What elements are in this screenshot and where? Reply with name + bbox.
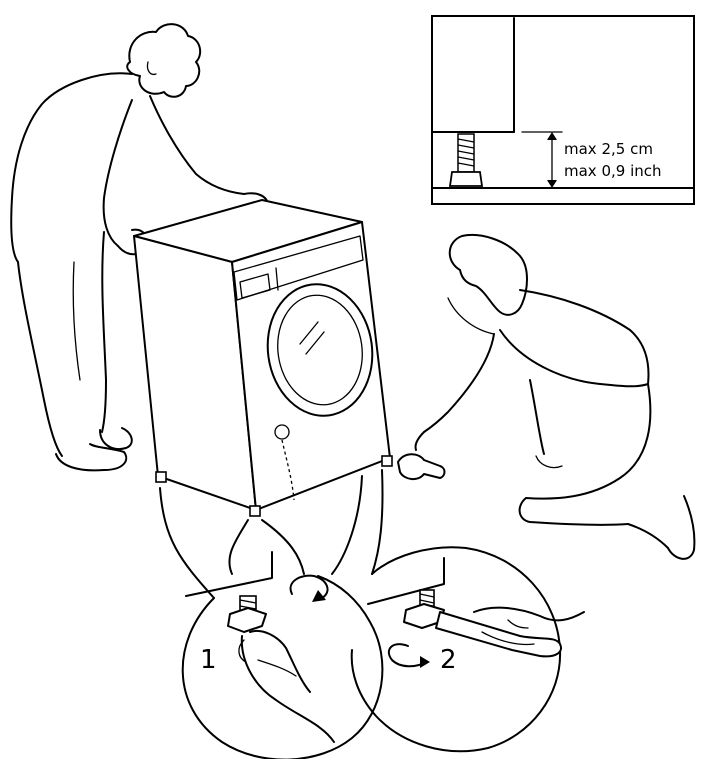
wrench-main (397, 453, 446, 480)
detail-step-1: 1 (181, 551, 384, 761)
detail-circle-1 (181, 575, 384, 761)
man-foot-front (99, 427, 133, 450)
washer-door-glass (277, 294, 363, 406)
man-back (10, 72, 133, 263)
washing-machine (133, 199, 393, 517)
appliance-edge-1 (185, 551, 273, 597)
man-arm-left (102, 99, 133, 247)
rotate-counterclockwise-arrow-icon (387, 643, 427, 668)
glass-reflection (299, 321, 325, 355)
man-arm-right (149, 95, 245, 195)
woman-shin (627, 523, 669, 549)
washer-foot-front-right (381, 455, 393, 467)
detail-step-2: 2 (350, 546, 585, 753)
woman-foot (667, 495, 696, 560)
washer-door-ring (266, 283, 374, 417)
foot-height-inset: max 2,5 cm max 0,9 inch (431, 15, 695, 205)
control-panel (233, 235, 364, 301)
detail-circle-2 (350, 546, 562, 753)
step-1-label: 1 (200, 645, 217, 675)
woman-face (447, 297, 495, 335)
zoom-connectors (159, 469, 384, 599)
wrench-detail (435, 611, 562, 658)
woman-hair (448, 234, 528, 316)
woman-arm (423, 333, 495, 433)
washer-foot-back-left (155, 471, 167, 483)
woman-hand (414, 431, 425, 451)
lock-nut-1 (227, 607, 267, 633)
hand-2 (473, 606, 585, 622)
threaded-foot (448, 133, 484, 187)
appliance-edge-2 (367, 557, 445, 605)
rotate-clockwise-arrow-icon (289, 574, 329, 599)
measure-arrow-down-icon (547, 180, 557, 188)
measure-arrow-up-icon (547, 132, 557, 140)
man-hair (126, 23, 202, 98)
detergent-drawer (239, 273, 271, 299)
step-2-label: 2 (440, 645, 457, 675)
level-indicator (274, 424, 290, 440)
man-foot-back (55, 443, 128, 472)
max-height-inch-label: max 0,9 inch (564, 162, 662, 180)
woman-figure (397, 234, 696, 560)
max-height-cm-label: max 2,5 cm (564, 140, 653, 158)
woman-thigh (525, 383, 652, 500)
woman-back (519, 289, 650, 385)
hand-1 (240, 635, 335, 743)
washer-foot-front-left (249, 505, 261, 517)
woman-inner-leg (529, 379, 545, 455)
man-leg-front (101, 231, 107, 433)
man-leg-back (17, 261, 63, 457)
